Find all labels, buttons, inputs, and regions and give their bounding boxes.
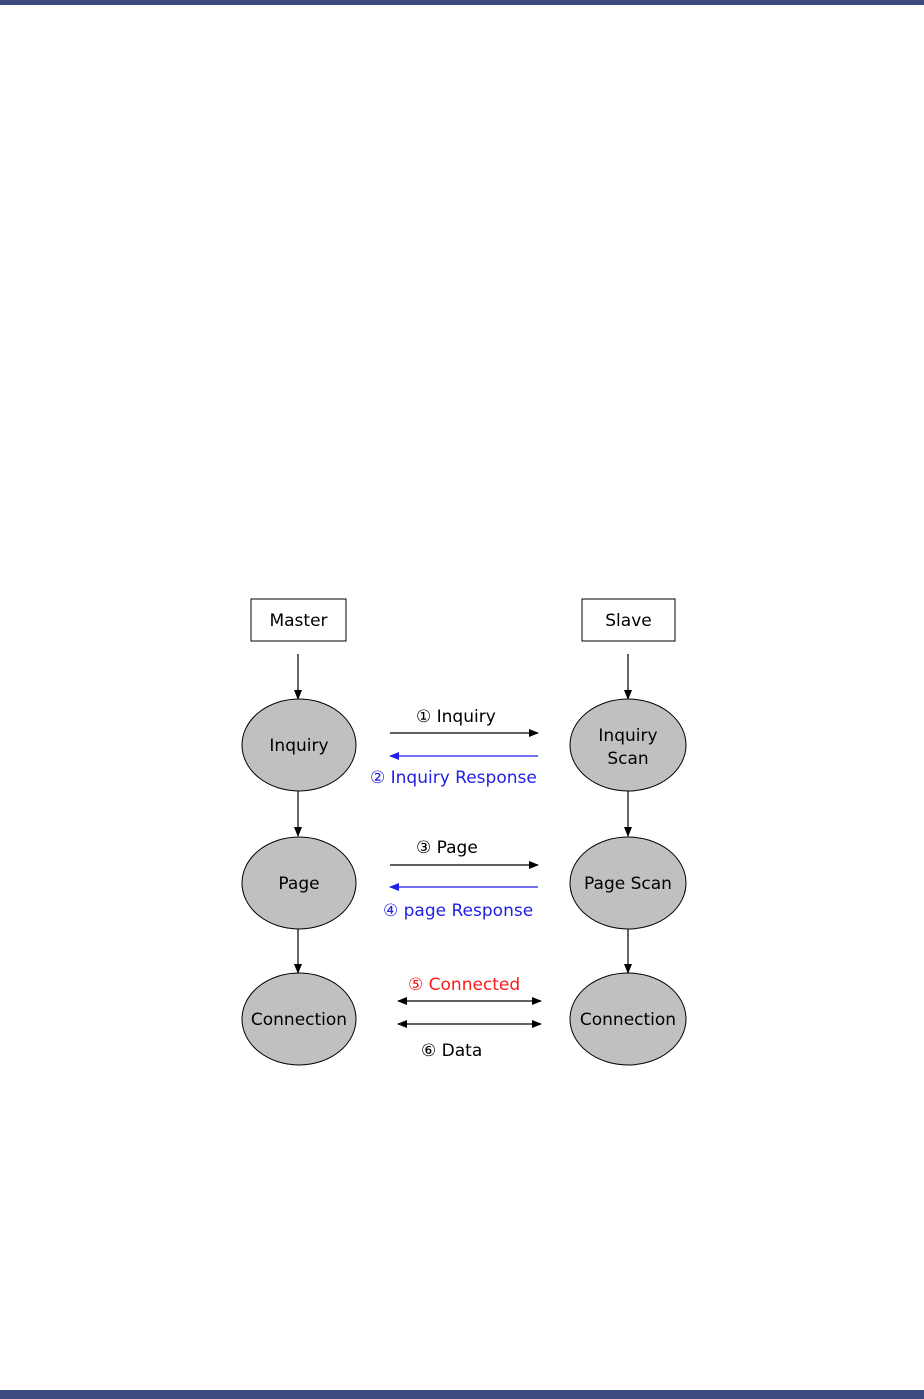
master-connection-label: Connection [251,1010,347,1030]
slave-connection-label: Connection [580,1010,676,1030]
master-label: Master [269,611,327,631]
inquiry-response-label: ② Inquiry Response [370,768,537,788]
data-message-label: ⑥ Data [421,1041,482,1061]
slave-inquiry-scan-label-line2: Scan [607,749,648,769]
inquiry-message-label: ① Inquiry [416,707,496,727]
master-inquiry-label: Inquiry [269,736,328,756]
slave-page-scan-label: Page Scan [584,874,672,894]
slave-label: Slave [605,611,651,631]
master-page-label: Page [278,874,319,894]
page-response-label: ④ page Response [383,901,533,921]
page-message-label: ③ Page [416,838,478,858]
footer-rule [0,1390,924,1399]
slave-inquiry-scan-label-line1: Inquiry [598,726,657,746]
connected-message-label: ⑤ Connected [408,975,520,995]
